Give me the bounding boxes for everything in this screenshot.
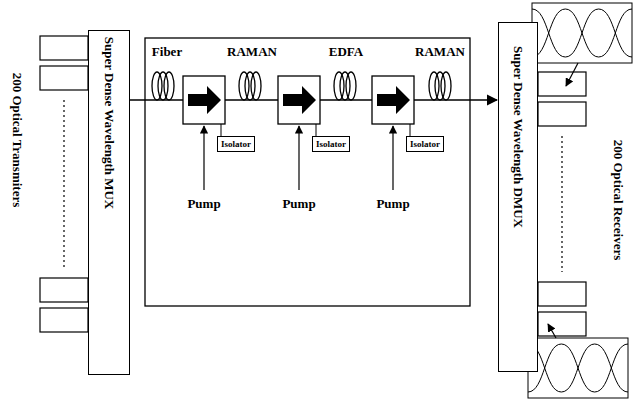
amplifier-box xyxy=(372,76,414,124)
isolator-label: Isolator xyxy=(316,139,346,149)
coil-winding xyxy=(239,72,249,100)
gain-arrow xyxy=(188,86,221,114)
isolator-box: Isolator xyxy=(217,136,255,152)
amplifier-box xyxy=(278,76,320,124)
coil-winding xyxy=(346,72,356,100)
coil-winding xyxy=(164,72,174,100)
pump-arrow xyxy=(298,126,299,190)
isolator-link xyxy=(316,124,317,136)
pump-label: Pump xyxy=(376,196,409,212)
gain-arrow xyxy=(283,86,316,114)
amplifier-label: EDFA xyxy=(329,44,363,60)
eye-diagram xyxy=(532,3,632,86)
pump-label: Pump xyxy=(187,196,220,212)
gain-arrow xyxy=(377,86,410,114)
amplifier-boxes xyxy=(183,76,414,190)
isolator-box: Isolator xyxy=(406,136,444,152)
transmitter-column xyxy=(40,36,88,332)
coil-winding xyxy=(441,72,451,100)
amplifier-label: RAMAN xyxy=(415,44,465,60)
mux-title: Super Dense Wavelength MUX xyxy=(101,36,117,209)
isolator-label: Isolator xyxy=(410,139,440,149)
receiver-count: 200 Optical Receivers xyxy=(610,140,626,261)
coil-winding xyxy=(158,72,168,100)
coil-winding xyxy=(152,72,162,100)
eye-trace xyxy=(528,344,628,392)
transmitter-count: 200 Optical Transmiters xyxy=(9,73,25,208)
eye-trace xyxy=(532,9,632,57)
amplifier-box xyxy=(183,76,225,124)
span-label: Fiber xyxy=(152,44,182,60)
mux-title: Super Dense Wavelength DMUX xyxy=(510,46,526,228)
dmux-box: Super Dense Wavelength DMUX xyxy=(498,22,538,372)
coil-winding xyxy=(340,72,350,100)
coil-winding xyxy=(251,72,261,100)
coil-winding xyxy=(435,72,445,100)
isolator-link xyxy=(221,124,222,136)
amplifier-label: RAMAN xyxy=(227,44,277,60)
coil-winding xyxy=(334,72,344,100)
coil-winding xyxy=(245,72,255,100)
link-enclosure xyxy=(145,38,470,306)
pump-arrow xyxy=(392,126,393,190)
isolator-link xyxy=(410,124,411,136)
coil-winding xyxy=(429,72,439,100)
pump-label: Pump xyxy=(282,196,315,212)
receiver-column xyxy=(538,72,586,336)
mux-box: Super Dense Wavelength MUX xyxy=(88,30,130,375)
pump-arrow xyxy=(203,126,204,190)
eye-diagram xyxy=(528,324,628,398)
isolator-box: Isolator xyxy=(312,136,350,152)
isolator-label: Isolator xyxy=(221,139,251,149)
